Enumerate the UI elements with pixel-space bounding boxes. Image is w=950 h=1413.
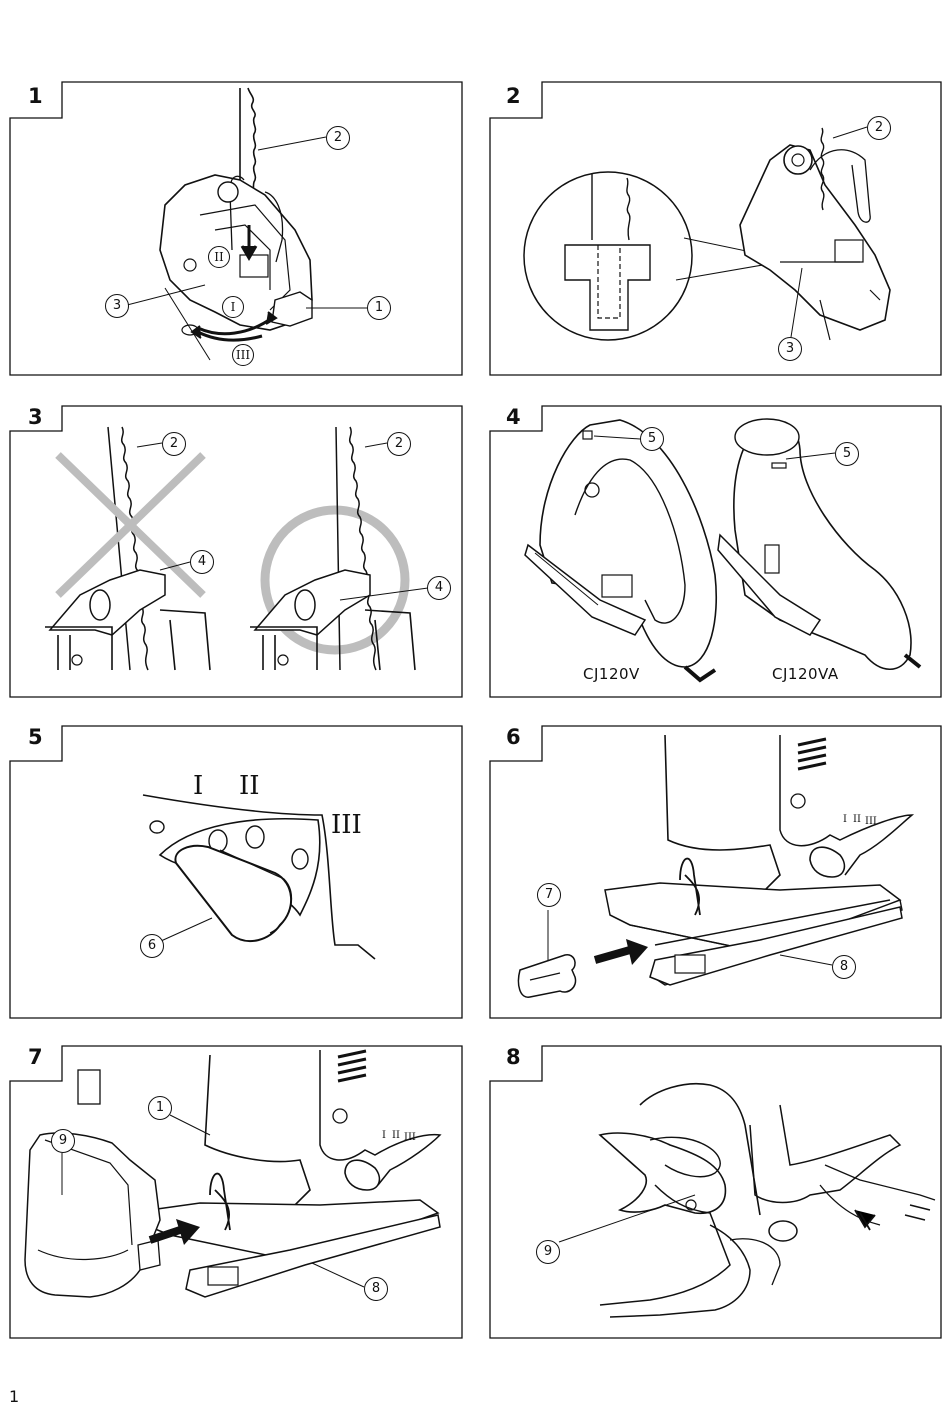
correct-circle-mark xyxy=(260,505,410,655)
figure-2-frame xyxy=(489,81,942,376)
callout-marker: 7 xyxy=(537,883,561,907)
position-label: III xyxy=(404,1132,416,1143)
figure-5: 5 6 I II III xyxy=(0,715,475,1025)
figure-number: 2 xyxy=(506,84,521,108)
figure-4: 4 5 5 CJ120V CJ120VA xyxy=(480,395,950,705)
position-label: II xyxy=(208,246,230,268)
position-label: I xyxy=(193,771,204,801)
figure-number: 1 xyxy=(28,84,43,108)
position-label: I xyxy=(843,814,847,825)
position-label: II xyxy=(239,771,260,801)
callout-marker: 2 xyxy=(387,432,411,456)
position-label: II xyxy=(392,1130,400,1141)
position-label: III xyxy=(331,810,362,840)
callout-marker: 6 xyxy=(140,934,164,958)
callout-marker: 1 xyxy=(367,296,391,320)
figure-number: 4 xyxy=(506,405,521,429)
callout-marker: 3 xyxy=(105,294,129,318)
callout-marker: 4 xyxy=(427,576,451,600)
callout-marker: 9 xyxy=(536,1240,560,1264)
position-label: III xyxy=(232,344,254,366)
figure-number: 6 xyxy=(506,725,521,749)
callout-marker: 8 xyxy=(364,1277,388,1301)
callout-marker: 3 xyxy=(778,337,802,361)
wrong-cross-mark xyxy=(55,452,206,598)
callout-marker: 5 xyxy=(640,427,664,451)
figure-8-frame xyxy=(489,1045,942,1339)
figure-4-frame xyxy=(489,405,942,698)
callout-marker: 1 xyxy=(148,1096,172,1120)
figure-number: 3 xyxy=(28,405,43,429)
figure-6: 6 7 8 I II III xyxy=(480,715,950,1025)
position-label: I xyxy=(222,296,244,318)
callout-marker: 5 xyxy=(835,442,859,466)
callout-marker: 2 xyxy=(867,116,891,140)
figure-8: 8 9 xyxy=(480,1035,950,1345)
position-label: I xyxy=(382,1130,386,1141)
model-label: CJ120V xyxy=(583,665,640,683)
page-number: 1 xyxy=(9,1387,20,1406)
figure-number: 8 xyxy=(506,1045,521,1069)
figure-3-frame xyxy=(9,405,463,698)
model-label: CJ120VA xyxy=(772,665,839,683)
figure-3: 3 2 4 2 4 xyxy=(0,395,475,705)
figure-5-frame xyxy=(9,725,463,1019)
callout-marker: 8 xyxy=(832,955,856,979)
figure-2: 2 2 3 xyxy=(480,0,950,380)
figure-number: 7 xyxy=(28,1045,43,1069)
figure-1-frame xyxy=(9,81,463,376)
figure-7-frame xyxy=(9,1045,463,1339)
figure-7: 7 1 9 8 I II III xyxy=(0,1035,475,1345)
figure-1: 1 2 3 1 II I III xyxy=(0,0,475,380)
figure-number: 5 xyxy=(28,725,43,749)
position-label: II xyxy=(853,814,861,825)
figure-6-frame xyxy=(489,725,942,1019)
position-label: III xyxy=(865,816,877,827)
callout-marker: 4 xyxy=(190,550,214,574)
callout-marker: 2 xyxy=(162,432,186,456)
callout-marker: 9 xyxy=(51,1129,75,1153)
callout-marker: 2 xyxy=(326,126,350,150)
